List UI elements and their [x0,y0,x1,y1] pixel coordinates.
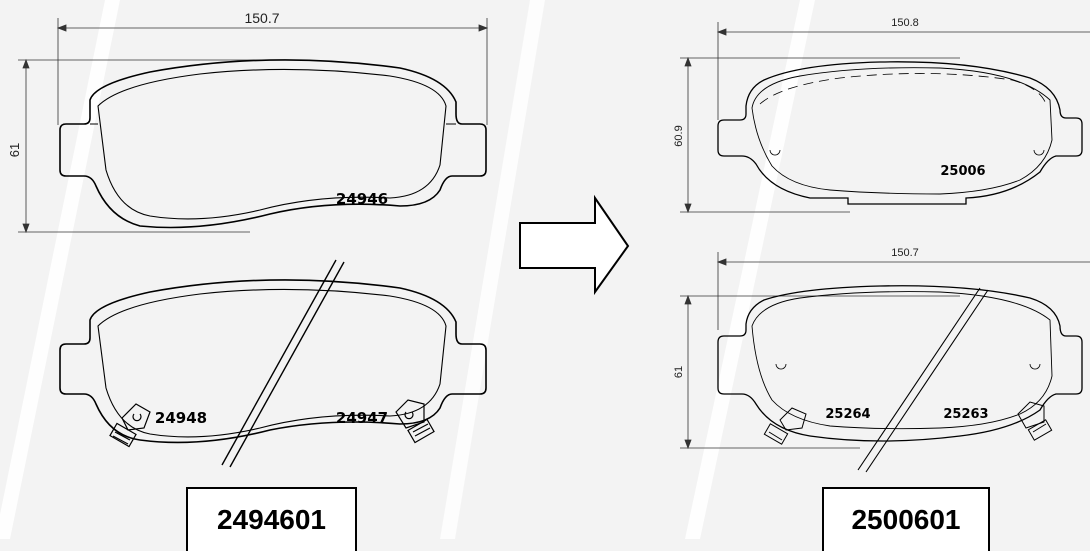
left-top-width-label: 150.7 [244,10,279,26]
left-wear-clip-right [395,399,435,444]
right-wear-clip-right [1017,401,1053,441]
left-bottom-pad [59,259,487,468]
right-wear-clip-left [763,407,807,445]
left-strike-lines [221,259,345,468]
right-part-number-box: 2500601 [822,487,990,551]
right-bottom-height-label: 61 [673,366,685,378]
background-stripes [0,0,815,539]
right-top-pad-code: 25006 [940,164,985,179]
left-bottom-code-left: 24948 [155,409,207,427]
right-arrow-icon [519,194,630,296]
right-bottom-code-right: 25263 [943,407,988,422]
right-bottom-code-left: 25264 [825,407,870,422]
left-part-number-box: 2494601 [186,487,357,551]
left-top-pad [18,18,489,234]
right-bottom-height-dimension [680,294,960,450]
right-strike-lines [857,287,989,473]
left-bottom-code-right: 24947 [336,409,388,427]
left-wear-clip-left [109,403,151,448]
right-bottom-width-label: 150.7 [891,247,919,259]
right-top-width-label: 150.8 [891,17,919,29]
right-top-height-dimension [680,56,960,214]
right-bottom-pad [680,252,1090,473]
brake-pad-diagram: 150.7 61 24946 24948 24947 [0,0,1090,539]
left-top-height-dimension [18,58,270,234]
left-top-height-label: 61 [7,143,22,157]
right-top-height-label: 60.9 [673,125,685,146]
right-bottom-width-dimension [716,252,1090,330]
left-part-number: 2494601 [216,504,326,535]
left-top-pad-code: 24946 [336,190,388,208]
right-part-number: 2500601 [851,504,961,535]
right-top-width-dimension [716,22,1090,120]
left-top-width-dimension [56,18,489,125]
right-top-pad [680,22,1090,214]
